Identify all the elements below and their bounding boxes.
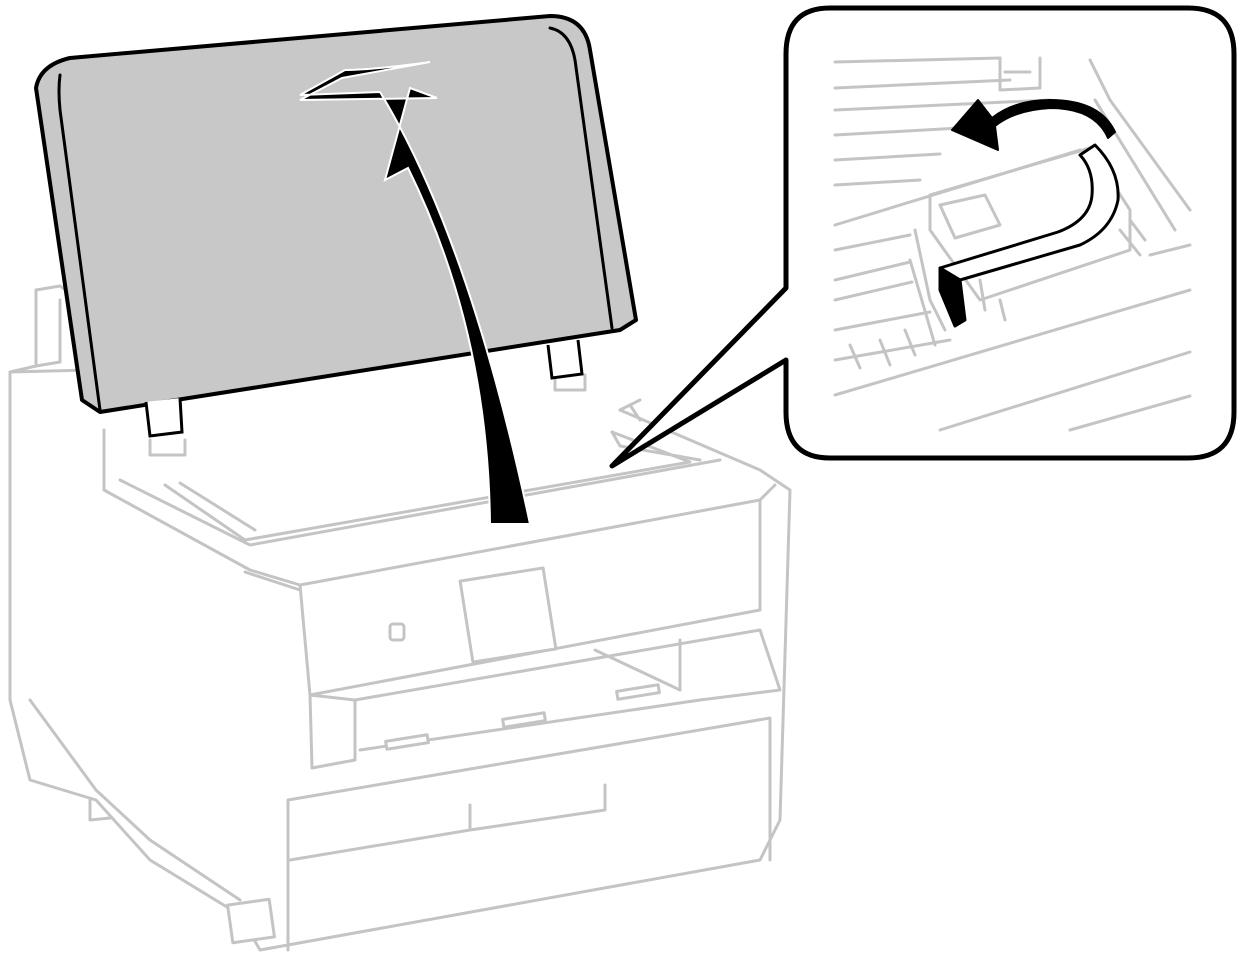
printer-body [8, 284, 792, 952]
ink-cartridge-area [833, 56, 1192, 432]
scanner-lid [34, 14, 638, 438]
protective-tape [938, 143, 1120, 328]
open-arrow-icon [299, 61, 532, 525]
detail-callout [609, 5, 1237, 469]
rotate-arrow-icon [951, 99, 1116, 151]
